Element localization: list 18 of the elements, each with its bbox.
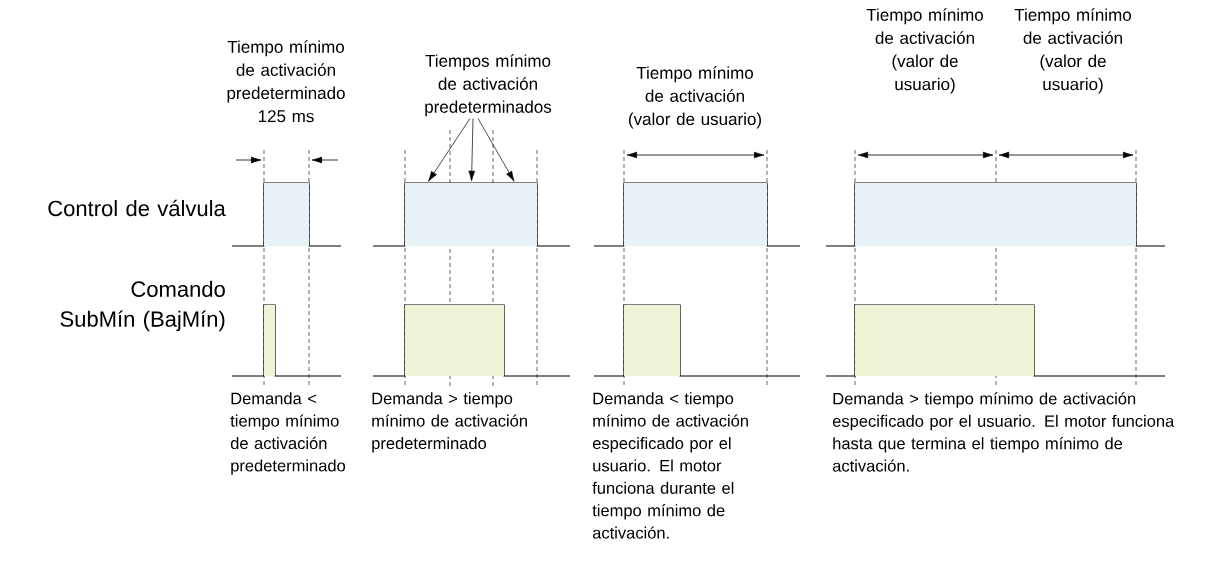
dimension-label: Tiempo mínimo de activación predeterminado 125 ms — [227, 40, 345, 123]
annotation-text: Tiempos mínimo de activación predeterminados — [425, 54, 552, 117]
command-pulse — [264, 305, 275, 376]
command-pulse — [405, 305, 504, 376]
row-label: Comando SubMín (BajMín) — [60, 280, 225, 332]
valve-pulse — [624, 183, 767, 246]
dimension-label: Tiempo mínimo de activación (valor de usuario) — [866, 8, 983, 94]
valve-pulse — [493, 183, 537, 246]
valve-pulse — [264, 183, 309, 246]
valve-pulse — [405, 183, 450, 246]
valve-pulse — [450, 183, 493, 246]
leader-arrow — [468, 118, 476, 182]
valve-pulse — [855, 183, 1136, 246]
command-pulse — [855, 305, 1034, 376]
leader-arrow — [477, 118, 515, 182]
leader-arrow — [428, 118, 471, 182]
command-pulse — [624, 305, 680, 376]
dimension-label: Tiempo mínimo de activación (valor de usuario) — [1014, 8, 1131, 94]
